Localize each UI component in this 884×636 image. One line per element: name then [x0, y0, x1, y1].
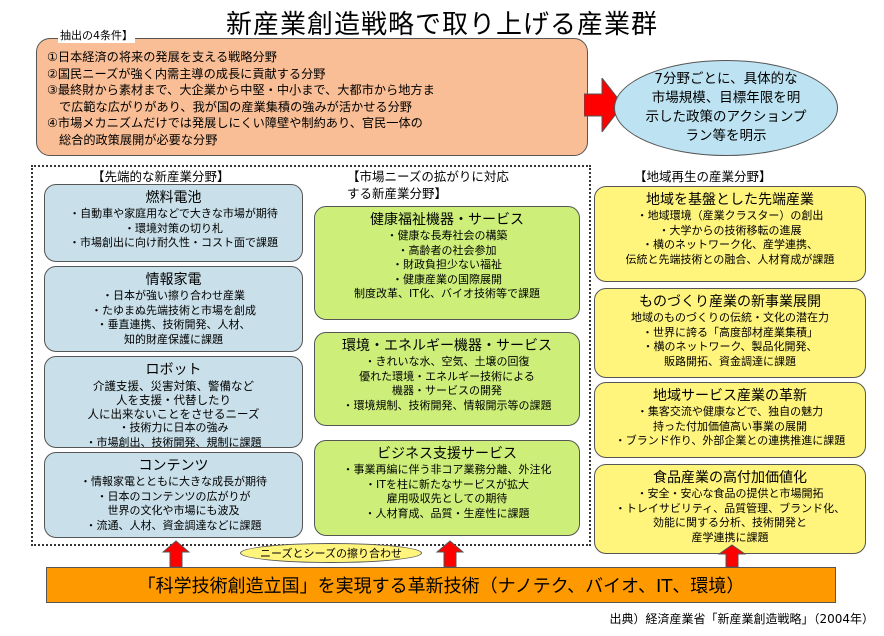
condition-line: ①日本経済の将来の発展を支える戦略分野: [47, 50, 277, 64]
outcome-text: 7分野ごとに、具体的な 市場規模、目標年限を明 示した政策のアクションプ ラン等…: [645, 71, 807, 144]
box-line: ・市場創出に向け耐久性・コスト面で課題: [69, 236, 278, 249]
box-line: 地域のものづくりの伝統・文化の潜在力: [631, 311, 829, 324]
up-arrow-icon: [718, 544, 746, 568]
box-line: ・きれいな水、空気、土壌の回復: [364, 355, 530, 368]
box-line: ・日本のコンテンツの広がりが: [96, 489, 251, 503]
box-title: 食品産業の高付加価値化: [653, 470, 807, 486]
regional-heading: 【地域再生の産業分野】: [634, 169, 772, 184]
box-line: 雇用吸収先としての期待: [386, 492, 508, 505]
box-title: 情報家電: [145, 272, 202, 288]
box-line: ・ブランド作り、外部企業との連携推進に課題: [614, 434, 846, 447]
box-title: コンテンツ: [138, 458, 209, 474]
right-arrow-icon: [584, 78, 624, 132]
box-line: ・地域環境（産業クラスター）の創出: [636, 209, 824, 222]
box-title: 燃料電池: [145, 190, 202, 206]
box-line: ・自動車や家庭用などで大きな市場が期待: [69, 207, 278, 220]
box-robot: ロボット 介護支援、災害対策、警備など 人を支援・代替したり 人に出来ないことを…: [44, 356, 303, 448]
box-title: ロボット: [145, 362, 202, 378]
box-environment-energy: 環境・エネルギー機器・サービス ・きれいな水、空気、土壌の回復 優れた環境・エネ…: [314, 332, 580, 426]
condition-line: 総合的政策展開が必要な分野: [59, 132, 218, 147]
box-title: ものづくり産業の新事業展開: [639, 294, 821, 310]
box-line: ・情報家電とともに大きな成長が期待: [80, 475, 267, 488]
box-line: ・世界に誇る「高度部材産業集積」: [642, 325, 818, 339]
box-line: 効能に関する分析、技術開発と: [653, 516, 807, 529]
box-line: ・事業再編に伴う非コア業務分離、外注化: [342, 463, 552, 476]
box-line: 世界の文化や市場にも波及: [107, 504, 240, 517]
box-line: ・環境規制、技術開発、情報開示等の課題: [342, 398, 552, 412]
box-line: ・ITを柱に新たなサービスが拡大: [365, 477, 529, 491]
box-line: ・健康産業の国際展開: [392, 272, 502, 286]
box-title: ビジネス支援サービス: [377, 446, 517, 462]
box-line: ・流通、人材、資金調達などに課題: [85, 518, 262, 532]
box-line: ・日本が強い擦り合わせ産業: [102, 289, 245, 302]
box-line: ・横のネットワーク、製品化開発、: [642, 340, 818, 353]
box-food-industry: 食品産業の高付加価値化 ・安全・安心な食品の提供と市場開拓 ・トレイサビリティ、…: [594, 464, 866, 554]
box-line: 伝統と先端技術との融合、人材育成が課題: [625, 252, 835, 266]
box-line: 知的財産保護に課題: [124, 332, 223, 346]
box-line: ・横のネットワーク化、産学連携、: [642, 238, 818, 251]
box-regional-advanced: 地域を基盤とした先端産業 ・地域環境（産業クラスター）の創出 ・大学からの技術移…: [594, 186, 866, 282]
box-line: ・安全・安心な食品の提供と市場開拓: [636, 487, 824, 500]
box-business-support: ビジネス支援サービス ・事業再編に伴う非コア業務分離、外注化 ・ITを柱に新たな…: [314, 440, 580, 536]
box-line: 介護支援、災害対策、警備など: [93, 379, 254, 393]
source-note: 出典）経済産業省「新産業創造戦略」（2004年）: [609, 612, 874, 626]
box-line: 優れた環境・エネルギー技術による: [359, 369, 535, 383]
up-arrow-icon: [162, 540, 190, 568]
box-line: ・財政負担少ない福祉: [392, 258, 502, 271]
innovation-bar: 「科学技術創造立国」を実現する革新技術（ナノテク、バイオ、IT、環境）: [46, 567, 836, 603]
box-title: 地域を基盤とした先端産業: [646, 192, 814, 208]
box-line: ・垂直連携、技術開発、人材、: [96, 318, 251, 331]
condition-line: ④市場メカニズムだけでは発展しにくい障壁や制約あり、官民一体の: [47, 116, 423, 130]
box-line: 機器・サービスの開発: [392, 384, 502, 397]
box-line: ・健康な長寿社会の構築: [386, 229, 508, 242]
box-line: ・技術力に日本の強み: [118, 421, 229, 434]
box-line: 販路開拓、資金調達に課題: [664, 354, 796, 368]
box-line: ・大学からの技術移転の進展: [658, 223, 802, 237]
box-line: ・環境対策の切り札: [124, 221, 223, 235]
box-title: 環境・エネルギー機器・サービス: [342, 338, 552, 354]
conditions-box: ①日本経済の将来の発展を支える戦略分野 ②国民ニーズが強く内需主導の成長に貢献す…: [36, 38, 588, 156]
box-regional-service: 地域サービス産業の革新 ・集客交流や健康などで、独自の魅力 持った付加価値高い事…: [594, 382, 866, 458]
box-line: 産学連携に課題: [691, 530, 769, 544]
box-title: 地域サービス産業の革新: [653, 388, 807, 404]
box-line: ・高齢者の社会参加: [397, 243, 497, 257]
box-line: 持った付加価値高い事業の展開: [653, 419, 807, 433]
box-line: 制度改革、IT化、バイオ技術等で課題: [354, 287, 540, 300]
box-title: 健康福祉機器・サービス: [370, 212, 524, 228]
box-line: 人に出来ないことをさせるニーズ: [87, 407, 260, 421]
outcome-ellipse: 7分野ごとに、具体的な 市場規模、目標年限を明 示した政策のアクションプ ラン等…: [614, 60, 838, 156]
matching-oval: ニーズとシーズの擦り合わせ: [240, 543, 422, 563]
up-arrow-icon: [436, 540, 464, 568]
box-line: ・集客交流や健康などで、独自の魅力: [636, 405, 824, 418]
box-health-welfare: 健康福祉機器・サービス ・健康な長寿社会の構築 ・高齢者の社会参加 ・財政負担少…: [314, 206, 580, 320]
conditions-label: 抽出の4条件】: [58, 27, 135, 43]
box-line: ・市場創出、技術開発、規制に課題: [85, 435, 262, 448]
condition-line: ③最終財から素材まで、大企業から中堅・中小まで、大都市から地方ま: [47, 83, 435, 97]
condition-line: で広範な広がりがあり、我が国の産業集積の強みが活かせる分野: [59, 99, 412, 114]
box-line: ・トレイサビリティ、品質管理、ブランド化、: [614, 501, 846, 515]
market-heading: 【市場ニーズの拡がりに対応 する新産業分野】: [347, 169, 509, 201]
box-info-appliance: 情報家電 ・日本が強い擦り合わせ産業 ・たゆまぬ先端技術と市場を創成 ・垂直連携…: [44, 266, 303, 352]
condition-line: ②国民ニーズが強く内需主導の成長に貢献する分野: [47, 66, 326, 81]
box-line: 人を支援・代替したり: [116, 393, 231, 407]
box-contents: コンテンツ ・情報家電とともに大きな成長が期待 ・日本のコンテンツの広がりが 世…: [44, 452, 303, 538]
box-line: ・たゆまぬ先端技術と市場を創成: [91, 303, 256, 317]
box-monozukuri: ものづくり産業の新事業展開 地域のものづくりの伝統・文化の潜在力 ・世界に誇る「…: [594, 288, 866, 378]
page-title: 新産業創造戦略で取り上げる産業群: [225, 10, 658, 40]
box-fuel-cell: 燃料電池 ・自動車や家庭用などで大きな市場が期待 ・環境対策の切り札 ・市場創出…: [44, 184, 303, 262]
box-line: ・人材育成、品質・生産性に課題: [364, 506, 530, 520]
advanced-heading: 【先端的な新産業分野】: [92, 169, 230, 184]
